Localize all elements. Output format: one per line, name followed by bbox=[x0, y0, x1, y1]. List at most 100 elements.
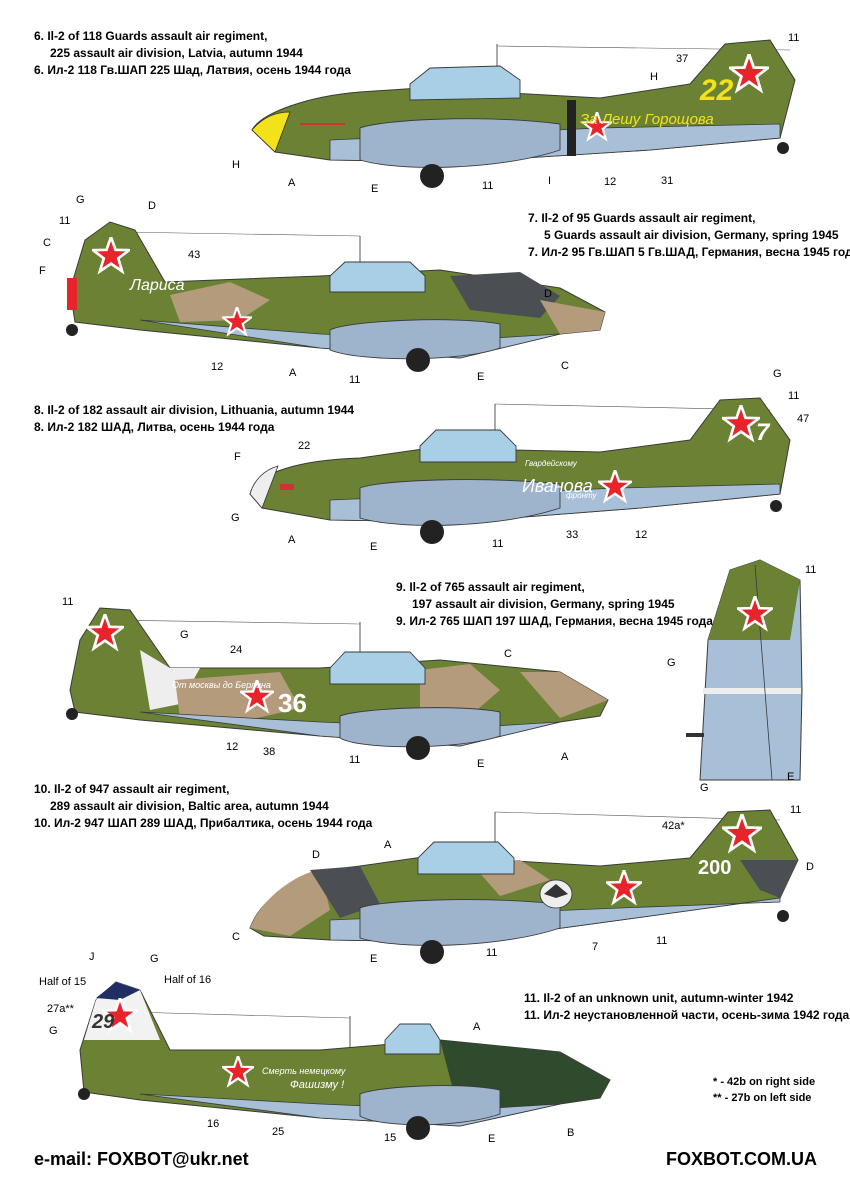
callout: 11 bbox=[62, 596, 73, 608]
footer-email: e-mail: FOXBOT@ukr.net bbox=[34, 1149, 249, 1169]
callout: C bbox=[504, 648, 512, 660]
caption-9-en-1: 9. Il-2 of 765 assault air regiment, bbox=[396, 580, 585, 594]
callout: 31 bbox=[661, 175, 673, 187]
footer-site: FOXBOT.COM.UA bbox=[666, 1149, 817, 1169]
callout: A bbox=[561, 751, 569, 763]
aircraft-8-inscription-small: Гвардейскому bbox=[525, 459, 578, 468]
callout: E bbox=[371, 183, 378, 195]
aircraft-7-profile: Лариса G D 11 C F 43 D 12 A 11 E C bbox=[39, 194, 606, 386]
aircraft-11-inscription-2: Фашизму ! bbox=[290, 1079, 344, 1091]
callout: G bbox=[700, 782, 709, 794]
callout: C bbox=[232, 931, 240, 943]
callout: D bbox=[544, 288, 552, 300]
callout: F bbox=[234, 451, 241, 463]
aircraft-7-inscription: Лариса bbox=[129, 277, 185, 294]
callout: E bbox=[488, 1133, 495, 1145]
callout: 11 bbox=[788, 32, 799, 44]
aircraft-11-tail-number: 29 bbox=[91, 1011, 115, 1033]
callout: A bbox=[289, 367, 297, 379]
caption-11: 11. Il-2 of an unknown unit, autumn-wint… bbox=[524, 990, 849, 1024]
caption-6-ru: 6. Ил-2 118 Гв.ШАП 225 Шад, Латвия, осен… bbox=[34, 63, 351, 77]
aircraft-6-profile: 22 За Лешу Горощова 11 37 H H A E 11 I 1… bbox=[232, 32, 799, 195]
aircraft-11-callouts: J G Half of 15 Half of 16 27a** G A 16 2… bbox=[39, 951, 574, 1145]
aircraft-8-callouts: G 11 47 22 F G A E 11 33 12 bbox=[231, 368, 809, 553]
callout: E bbox=[477, 371, 484, 383]
callout: H bbox=[232, 159, 240, 171]
caption-9-ru: 9. Ил-2 765 ШАП 197 ШАД, Германия, весна… bbox=[396, 614, 713, 628]
callout: 11 bbox=[349, 374, 360, 386]
callout: 38 bbox=[263, 746, 275, 758]
callout: E bbox=[477, 758, 484, 770]
callout: E bbox=[787, 771, 794, 783]
caption-9-en-2: 197 assault air division, Germany, sprin… bbox=[412, 597, 675, 611]
caption-6-en-2: 225 assault air division, Latvia, autumn… bbox=[50, 46, 303, 60]
caption-8: 8. Il-2 of 182 assault air division, Lit… bbox=[34, 402, 354, 436]
callout: C bbox=[43, 237, 51, 249]
callout: J bbox=[89, 951, 95, 963]
caption-7-en-2: 5 Guards assault air division, Germany, … bbox=[544, 228, 839, 242]
callout: A bbox=[384, 839, 392, 851]
callout: G bbox=[773, 368, 782, 380]
callout: 11 bbox=[482, 180, 493, 192]
callout: E bbox=[370, 953, 377, 965]
callout: G bbox=[49, 1025, 58, 1037]
aircraft-9-tail-view bbox=[686, 559, 803, 781]
caption-6: 6. Il-2 of 118 Guards assault air regime… bbox=[34, 28, 351, 79]
callout: 42a* bbox=[662, 820, 685, 832]
caption-11-ru: 11. Ил-2 неустановленной части, осень-зи… bbox=[524, 1008, 850, 1022]
caption-10-ru: 10. Ил-2 947 ШАП 289 ШАД, Прибалтика, ос… bbox=[34, 816, 373, 830]
callout: A bbox=[288, 534, 296, 546]
note-42b: * - 42b on right side bbox=[713, 1076, 816, 1088]
caption-10-en-2: 289 assault air division, Baltic area, a… bbox=[50, 799, 329, 813]
callout: 7 bbox=[592, 941, 598, 953]
callout: D bbox=[806, 861, 814, 873]
callout: 27a** bbox=[47, 1003, 75, 1015]
callout: G bbox=[231, 512, 240, 524]
callout: G bbox=[180, 629, 189, 641]
caption-10: 10. Il-2 of 947 assault air regiment, 28… bbox=[34, 781, 372, 832]
callout: 11 bbox=[486, 947, 497, 959]
callout: Half of 16 bbox=[164, 974, 211, 986]
aircraft-8-inscription: Иванова bbox=[522, 476, 593, 496]
aircraft-6-inscription: За Лешу Горощова bbox=[580, 111, 714, 128]
aircraft-10-profile: 200 G 11 42a* A D D C E 11 7 11 bbox=[232, 782, 814, 965]
callout: 11 bbox=[656, 935, 667, 947]
callout: A bbox=[473, 1021, 481, 1033]
callout: 37 bbox=[676, 53, 688, 65]
aircraft-9-inscription: От москвы до Берлина bbox=[172, 680, 271, 690]
callout: 24 bbox=[230, 644, 242, 656]
callout: 12 bbox=[635, 529, 647, 541]
callout: 11 bbox=[349, 754, 360, 766]
caption-11-en-1: 11. Il-2 of an unknown unit, autumn-wint… bbox=[524, 991, 794, 1005]
callout: 25 bbox=[272, 1126, 284, 1138]
callout: 12 bbox=[604, 176, 616, 188]
callout: Half of 15 bbox=[39, 976, 86, 988]
aircraft-6-callouts: 11 37 H H A E 11 I 12 31 bbox=[232, 32, 799, 195]
aircraft-9-profile: 36 От москвы до Берлина 11 G 24 C 12 38 … bbox=[62, 559, 816, 783]
aircraft-8-inscription-small-2: фронту bbox=[566, 491, 597, 500]
aircraft-6-tail-number: 22 bbox=[699, 74, 734, 107]
aircraft-9-callouts: 11 G 24 C 12 38 11 E A 11 G E bbox=[62, 564, 816, 783]
callout: E bbox=[370, 541, 377, 553]
callout: 16 bbox=[207, 1118, 219, 1130]
callout: F bbox=[39, 265, 46, 277]
callout: C bbox=[561, 360, 569, 372]
caption-10-en-1: 10. Il-2 of 947 assault air regiment, bbox=[34, 782, 230, 796]
callout: 11 bbox=[59, 215, 70, 227]
aircraft-11-inscription-1: Смерть немецкому bbox=[262, 1066, 346, 1076]
callout: D bbox=[148, 200, 156, 212]
aircraft-11-profile: 29 Смерть немецкому Фашизму ! J G Half o… bbox=[39, 951, 611, 1145]
callout: B bbox=[567, 1127, 574, 1139]
aircraft-9-fuselage-number: 36 bbox=[278, 688, 307, 718]
callout: 11 bbox=[790, 804, 801, 816]
caption-9: 9. Il-2 of 765 assault air regiment, 197… bbox=[396, 579, 713, 630]
callout: G bbox=[76, 194, 85, 206]
callout: A bbox=[288, 177, 296, 189]
aircraft-10-tail-number: 200 bbox=[698, 857, 731, 879]
notes: * - 42b on right side ** - 27b on left s… bbox=[713, 1074, 815, 1106]
callout: 11 bbox=[788, 390, 799, 402]
eagle-emblem bbox=[539, 879, 573, 909]
callout: 15 bbox=[384, 1132, 396, 1144]
caption-7-en-1: 7. Il-2 of 95 Guards assault air regimen… bbox=[528, 211, 756, 225]
